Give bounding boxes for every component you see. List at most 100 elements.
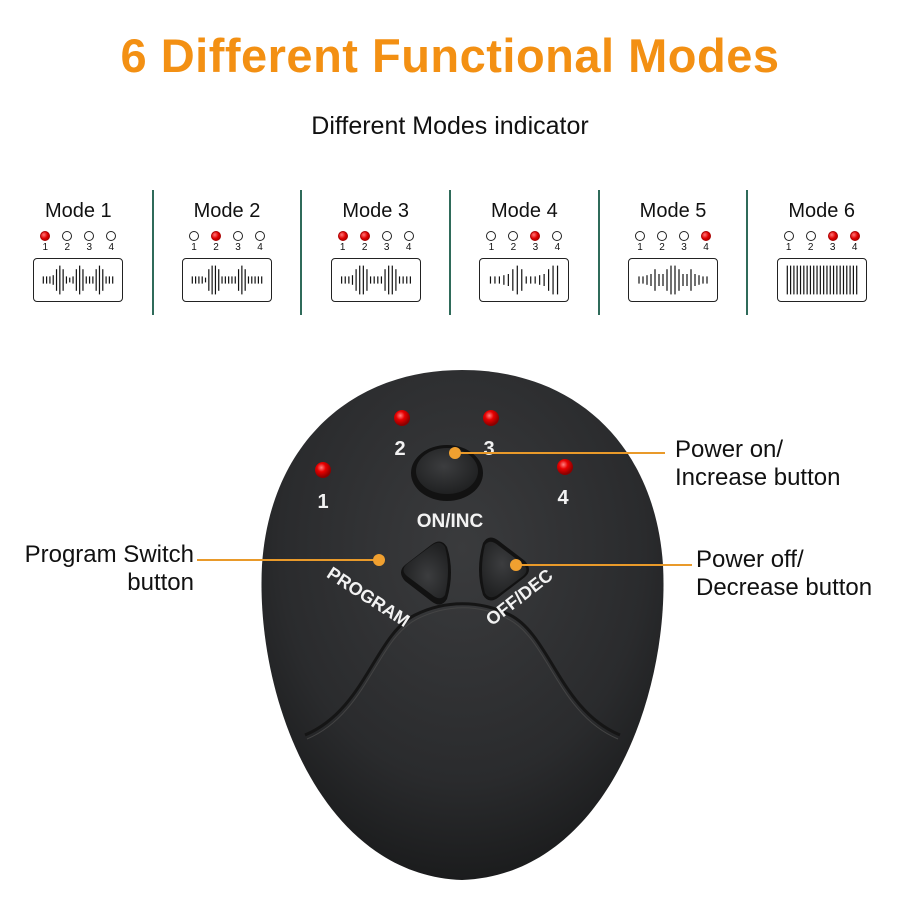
power-on-callout-dot <box>449 447 461 459</box>
led-off-icon <box>84 231 95 241</box>
led-off-icon <box>403 231 414 241</box>
device-led-label-4: 4 <box>557 487 569 509</box>
mode-2: Mode 2 1 2 3 4 <box>151 190 301 315</box>
waveform-icon <box>776 258 867 302</box>
led-number: 2 <box>64 242 71 253</box>
device-led-2-icon <box>394 410 410 426</box>
mode-led-row: 1 2 3 4 <box>783 231 861 253</box>
mode-led-3: 3 <box>232 231 244 253</box>
mode-led-1: 1 <box>485 231 497 253</box>
program-callout-dot <box>373 554 385 566</box>
led-off-icon <box>189 231 199 241</box>
led-number: 2 <box>213 242 219 253</box>
power-off-callout: Power off/ Decrease button <box>696 546 872 602</box>
device-body <box>261 370 664 880</box>
mode-label: Mode 2 <box>193 200 261 222</box>
callout-line-1: Power off/ <box>696 546 804 573</box>
led-number: 3 <box>383 242 390 253</box>
waveform-icon <box>479 258 570 302</box>
led-number: 1 <box>637 242 643 253</box>
mode-led-3: 3 <box>529 231 541 253</box>
led-on-icon <box>849 231 860 241</box>
mode-led-1: 1 <box>188 231 200 253</box>
callout-line-2: Decrease button <box>696 574 873 601</box>
device-led-3-icon <box>483 410 499 426</box>
mode-label: Mode 6 <box>788 200 856 222</box>
led-on-icon <box>337 231 348 241</box>
mode-led-row: 1 2 3 4 <box>188 231 266 253</box>
device-led-label-2: 2 <box>394 438 405 460</box>
mode-label: Mode 5 <box>639 200 707 222</box>
mode-led-row: 1 2 3 4 <box>337 231 415 253</box>
callout-line-2: Increase button <box>675 464 841 491</box>
mode-led-1: 1 <box>337 231 349 253</box>
mode-led-3: 3 <box>827 231 839 253</box>
waveform-icon <box>628 258 719 302</box>
led-off-icon <box>552 231 563 241</box>
led-number: 3 <box>235 242 241 253</box>
led-on-icon <box>211 231 221 241</box>
led-off-icon <box>381 231 392 241</box>
mode-led-2: 2 <box>805 231 817 253</box>
led-number: 1 <box>191 242 197 253</box>
led-number: 2 <box>807 242 814 253</box>
device-flap-seam <box>304 602 621 737</box>
mode-led-3: 3 <box>83 231 95 253</box>
device-led-label-1: 1 <box>317 491 328 513</box>
led-number: 1 <box>339 242 346 253</box>
mode-label: Mode 1 <box>44 200 112 222</box>
mode-led-4: 4 <box>403 231 415 253</box>
on-inc-label: ON/INC <box>417 511 484 532</box>
mode-led-row: 1 2 3 4 <box>39 231 117 253</box>
led-number: 4 <box>405 242 412 253</box>
power-on-callout: Power on/ Increase button <box>675 436 840 492</box>
power-on-callout-line <box>455 452 665 454</box>
mode-led-1: 1 <box>39 231 51 253</box>
led-off-icon <box>255 231 265 241</box>
mode-led-2: 2 <box>359 231 371 253</box>
program-callout-line <box>197 559 382 561</box>
led-number: 4 <box>851 242 858 253</box>
led-number: 4 <box>257 242 263 253</box>
mode-led-4: 4 <box>849 231 861 253</box>
mode-6: Mode 6 1 2 3 4 <box>746 190 895 315</box>
power-off-callout-dot <box>510 559 522 571</box>
led-off-icon <box>805 231 816 241</box>
led-on-icon <box>827 231 838 241</box>
led-number: 2 <box>510 242 517 253</box>
mode-led-2: 2 <box>507 231 519 253</box>
led-on-icon <box>530 231 541 241</box>
mode-led-3: 3 <box>381 231 393 253</box>
led-number: 1 <box>785 242 792 253</box>
led-on-icon <box>359 231 370 241</box>
led-off-icon <box>783 231 794 241</box>
mode-label: Mode 4 <box>490 200 558 222</box>
device-led-1-icon <box>315 462 331 478</box>
device-led-label-3: 3 <box>483 438 494 460</box>
waveform-icon <box>182 258 272 302</box>
mode-1: Mode 1 1 2 3 4 <box>5 190 152 315</box>
led-off-icon <box>62 231 73 241</box>
led-off-icon <box>233 231 243 241</box>
led-number: 4 <box>108 242 115 253</box>
led-number: 1 <box>488 242 495 253</box>
ems-device: 1 2 3 4 ON/INC PROGRAM OFF/DEC <box>261 370 664 880</box>
led-number: 1 <box>42 242 49 253</box>
waveform-icon <box>33 258 124 302</box>
mode-led-1: 1 <box>634 231 646 253</box>
mode-led-2: 2 <box>210 231 222 253</box>
page-title: 6 Different Functional Modes <box>120 29 780 82</box>
led-off-icon <box>486 231 497 241</box>
mode-led-2: 2 <box>656 231 668 253</box>
led-number: 3 <box>86 242 93 253</box>
led-off-icon <box>508 231 519 241</box>
mode-led-3: 3 <box>678 231 690 253</box>
mode-led-1: 1 <box>783 231 795 253</box>
callout-line-1: Power on/ <box>675 436 784 463</box>
device-led-4-icon <box>557 459 573 475</box>
